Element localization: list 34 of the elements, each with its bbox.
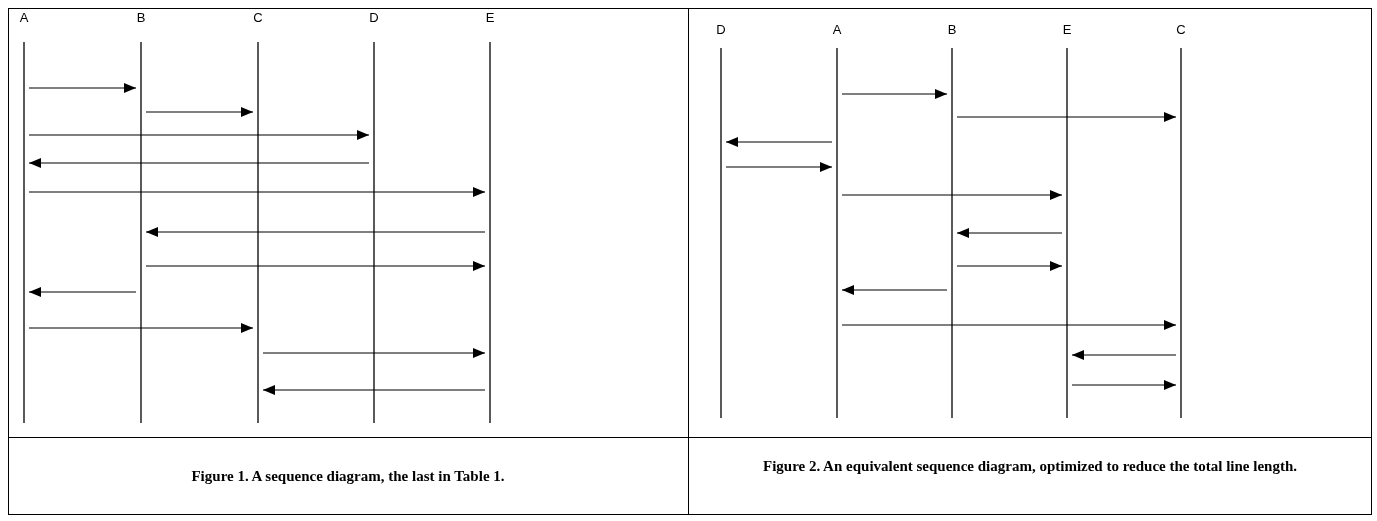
lifeline-label: B	[135, 10, 147, 25]
message-arrow	[145, 261, 486, 271]
message-arrow	[841, 190, 1063, 200]
message-arrow	[28, 158, 370, 168]
figure-caption: Figure 1. A sequence diagram, the last in Table 1.	[190, 467, 506, 486]
lifeline-label: E	[1061, 22, 1073, 37]
lifeline-label: A	[831, 22, 843, 37]
message-arrow	[725, 137, 833, 147]
lifeline-label: B	[946, 22, 958, 37]
lifeline-label: D	[715, 22, 727, 37]
message-arrow	[956, 261, 1063, 271]
lifeline-label: C	[252, 10, 264, 25]
message-arrow	[1071, 350, 1177, 360]
figure-caption: Figure 2. An equivalent sequence diagram, optimized to reduce the total line length.	[762, 457, 1298, 476]
message-arrow	[28, 83, 137, 93]
message-arrow	[262, 385, 486, 395]
message-arrow	[1071, 380, 1177, 390]
message-arrow	[262, 348, 486, 358]
message-arrow	[28, 287, 137, 297]
lifeline-label: D	[368, 10, 380, 25]
lifeline-label: A	[18, 10, 30, 25]
message-arrow	[956, 112, 1177, 122]
message-arrow	[145, 227, 486, 237]
message-arrow	[841, 320, 1177, 330]
lifeline-label: E	[484, 10, 496, 25]
message-arrow	[841, 285, 948, 295]
message-arrow	[956, 228, 1063, 238]
message-arrow	[28, 187, 486, 197]
message-arrow	[725, 162, 833, 172]
lifeline-label: C	[1175, 22, 1187, 37]
message-arrow	[145, 107, 254, 117]
message-arrow	[841, 89, 948, 99]
message-arrow	[28, 130, 370, 140]
message-arrow	[28, 323, 254, 333]
